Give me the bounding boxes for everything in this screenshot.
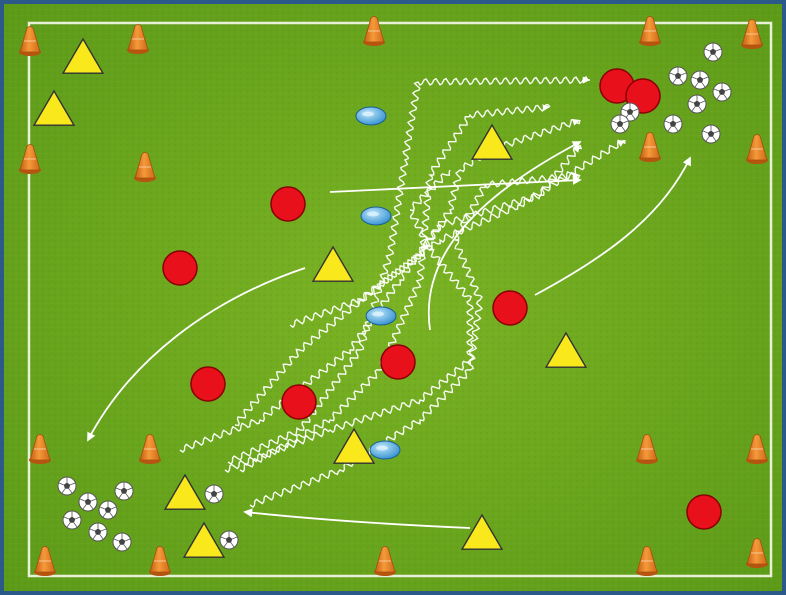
soccer-ball-icon [611,115,629,133]
blue-disc-marker-icon [356,107,386,125]
red-player-icon [687,495,721,529]
soccer-ball-icon [702,125,720,143]
blue-disc-marker-icon [361,207,391,225]
blue-disc-marker-icon [370,441,400,459]
soccer-ball-icon [713,83,731,101]
soccer-ball-icon [669,67,687,85]
soccer-ball-icon [63,511,81,529]
soccer-ball-icon [115,482,133,500]
soccer-ball-icon [691,71,709,89]
soccer-ball-icon [113,533,131,551]
red-player-icon [191,367,225,401]
red-player-icon [381,345,415,379]
soccer-ball-icon [205,485,223,503]
soccer-ball-icon [688,95,706,113]
soccer-ball-icon [89,523,107,541]
soccer-ball-icon [220,531,238,549]
blue-disc-marker-icon [366,307,396,325]
red-player-icon [493,291,527,325]
soccer-ball-icon [704,43,722,61]
grass-texture [4,4,782,591]
red-player-icon [282,385,316,419]
soccer-ball-icon [79,493,97,511]
soccer-ball-icon [58,477,76,495]
red-player-icon [163,251,197,285]
soccer-ball-icon [664,115,682,133]
red-player-icon [271,187,305,221]
soccer-ball-icon [99,501,117,519]
